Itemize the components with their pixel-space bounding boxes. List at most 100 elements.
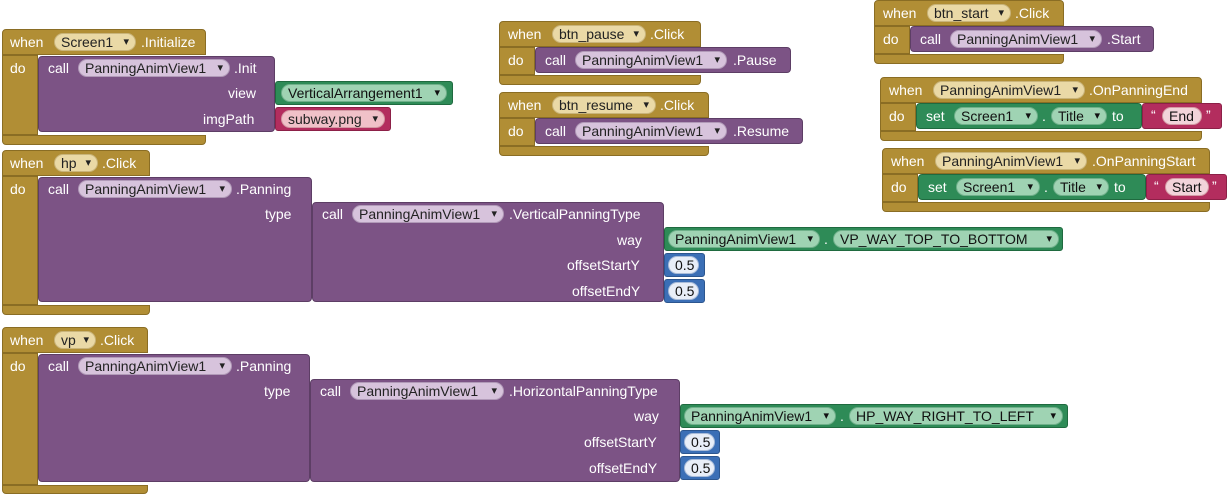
event-footer <box>880 131 1202 141</box>
dot-separator: . <box>1042 108 1046 124</box>
offset-start-field[interactable]: 0.5 <box>684 433 715 451</box>
way-component-dropdown[interactable]: PanningAnimView1 <box>684 407 836 425</box>
method-name: .Init <box>234 60 257 76</box>
event-body-side <box>882 174 918 202</box>
event-name: .Click <box>660 97 695 113</box>
method-name: .Resume <box>733 123 790 139</box>
event-name: .Click <box>1015 5 1050 21</box>
way-constant-dropdown[interactable]: VP_WAY_TOP_TO_BOTTOM <box>833 230 1059 248</box>
offset-start-field[interactable]: 0.5 <box>668 256 699 274</box>
component-dropdown[interactable]: Screen1 <box>54 33 136 51</box>
call-label: call <box>920 31 942 47</box>
do-label: do <box>508 123 524 139</box>
inner-component-dropdown[interactable]: PanningAnimView1 <box>350 382 504 400</box>
do-label: do <box>10 60 26 76</box>
do-label: do <box>891 179 907 195</box>
text-field-start[interactable]: Start <box>1165 178 1209 196</box>
event-body-side <box>2 176 38 305</box>
method-name: .Pause <box>733 52 777 68</box>
imgpath-dropdown[interactable]: subway.png <box>281 110 385 128</box>
event-name: .OnPanningStart <box>1092 153 1196 169</box>
call-label: call <box>320 383 342 399</box>
event-footer <box>874 54 1064 64</box>
to-label: to <box>1114 179 1126 195</box>
arg-label-view: view <box>228 85 257 101</box>
text-field-end[interactable]: End <box>1162 107 1202 125</box>
call-label: call <box>545 52 567 68</box>
when-label: when <box>10 34 44 50</box>
arg-label-way: way <box>617 232 642 248</box>
call-label: call <box>48 60 70 76</box>
arg-label-offset-start: offsetStartY <box>584 434 657 450</box>
call-component-dropdown[interactable]: PanningAnimView1 <box>575 51 727 69</box>
event-name: .Click <box>650 26 685 42</box>
event-name: .OnPanningEnd <box>1089 82 1188 98</box>
call-component-dropdown[interactable]: PanningAnimView1 <box>950 30 1102 48</box>
when-label: when <box>883 5 917 21</box>
event-footer <box>882 202 1210 212</box>
vertical-arrangement-dropdown[interactable]: VerticalArrangement1 <box>281 84 447 102</box>
call-component-dropdown[interactable]: PanningAnimView1 <box>78 180 232 198</box>
component-dropdown[interactable]: btn_pause <box>552 25 646 43</box>
to-label: to <box>1112 108 1124 124</box>
event-footer <box>2 485 148 494</box>
method-name: .Panning <box>236 358 292 374</box>
dot-separator: . <box>1044 179 1048 195</box>
component-dropdown[interactable]: btn_start <box>927 4 1011 22</box>
do-label: do <box>10 358 26 374</box>
do-label: do <box>889 108 905 124</box>
open-quote: “ <box>1154 178 1159 194</box>
method-name: .Start <box>1107 31 1141 47</box>
component-dropdown[interactable]: PanningAnimView1 <box>935 152 1087 170</box>
inner-method-name: .HorizontalPanningType <box>509 383 658 399</box>
call-label: call <box>545 123 567 139</box>
set-property-dropdown[interactable]: Title <box>1053 178 1109 196</box>
when-label: when <box>10 332 44 348</box>
close-quote: ” <box>1212 178 1217 194</box>
event-body-side <box>2 353 38 485</box>
arg-label-offset-end: offsetEndY <box>572 283 641 299</box>
arg-label-type: type <box>265 206 292 222</box>
component-dropdown[interactable]: btn_resume <box>552 96 656 114</box>
method-name: .Panning <box>236 181 292 197</box>
set-property-dropdown[interactable]: Title <box>1051 107 1107 125</box>
call-component-dropdown[interactable]: PanningAnimView1 <box>78 59 230 77</box>
set-label: set <box>928 179 947 195</box>
when-label: when <box>889 82 923 98</box>
arg-label-way: way <box>634 408 659 424</box>
when-label: when <box>10 155 44 171</box>
call-block-panning[interactable] <box>38 354 310 482</box>
way-component-dropdown[interactable]: PanningAnimView1 <box>668 230 820 248</box>
offset-end-field[interactable]: 0.5 <box>668 282 699 300</box>
when-label: when <box>508 26 542 42</box>
component-dropdown[interactable]: vp <box>54 331 96 349</box>
call-label: call <box>322 206 344 222</box>
do-label: do <box>508 52 524 68</box>
set-component-dropdown[interactable]: Screen1 <box>956 178 1040 196</box>
do-label: do <box>883 31 899 47</box>
do-label: do <box>10 181 26 197</box>
call-label: call <box>48 181 70 197</box>
call-component-dropdown[interactable]: PanningAnimView1 <box>78 357 232 375</box>
call-component-dropdown[interactable]: PanningAnimView1 <box>575 122 727 140</box>
set-label: set <box>926 108 945 124</box>
set-component-dropdown[interactable]: Screen1 <box>954 107 1038 125</box>
arg-label-offset-start: offsetStartY <box>567 257 640 273</box>
inner-component-dropdown[interactable]: PanningAnimView1 <box>352 205 504 223</box>
inner-method-name: .VerticalPanningType <box>509 206 641 222</box>
close-quote: ” <box>1206 107 1211 123</box>
component-dropdown[interactable]: PanningAnimView1 <box>933 81 1085 99</box>
dot-separator: . <box>824 231 828 247</box>
offset-end-field[interactable]: 0.5 <box>684 459 715 477</box>
event-body-side <box>874 26 910 54</box>
when-label: when <box>508 97 542 113</box>
event-body-side <box>499 47 535 75</box>
way-constant-dropdown[interactable]: HP_WAY_RIGHT_TO_LEFT <box>849 407 1063 425</box>
component-dropdown[interactable]: hp <box>54 154 98 172</box>
when-label: when <box>891 153 925 169</box>
arg-label-imgpath: imgPath <box>203 111 255 127</box>
arg-label-offset-end: offsetEndY <box>589 460 658 476</box>
event-name: .Click <box>100 332 135 348</box>
open-quote: “ <box>1151 107 1156 123</box>
call-label: call <box>48 358 70 374</box>
